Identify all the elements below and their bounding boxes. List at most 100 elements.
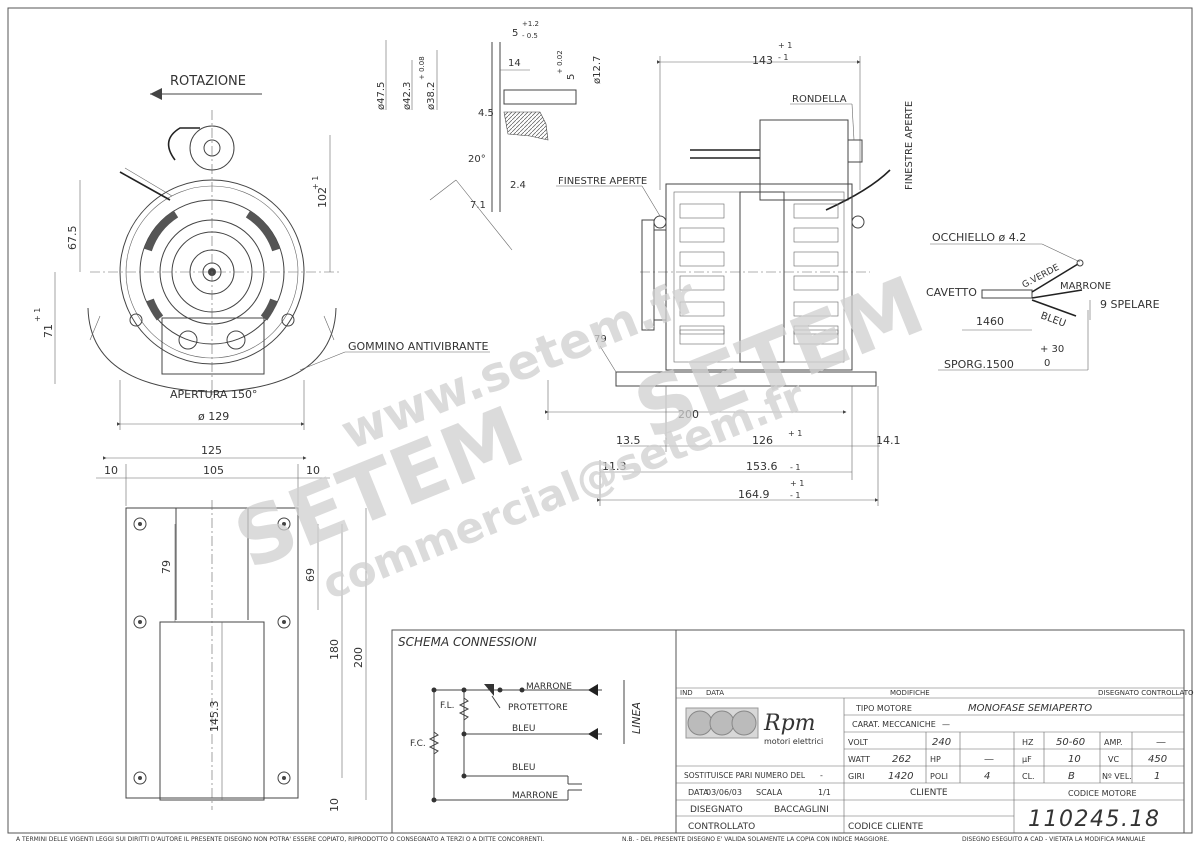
tb-carat-value: — xyxy=(942,720,950,729)
dim-105: 105 xyxy=(203,464,224,477)
svg-text:- 1: - 1 xyxy=(790,491,801,500)
line-terminal-1-icon xyxy=(588,684,598,696)
tb-disegnato-value: BACCAGLINI xyxy=(774,805,829,815)
svg-text:- 1: - 1 xyxy=(778,53,789,62)
tb-codice-cliente: CODICE CLIENTE xyxy=(848,822,924,832)
schema-fc: F.C. xyxy=(410,739,426,749)
rubber-label: GOMMINO ANTIVIBRANTE xyxy=(348,340,488,353)
dim-38-2: ø38.2 xyxy=(426,82,437,110)
dim-47-5: ø47.5 xyxy=(376,82,387,110)
tb-controllato: CONTROLLATO xyxy=(688,822,755,832)
svg-text:+ 30: + 30 xyxy=(1040,344,1064,355)
svg-text:0: 0 xyxy=(1044,358,1050,369)
dim-13-5: 13.5 xyxy=(616,434,641,447)
cable-length-label: 1460 xyxy=(976,315,1004,328)
svg-text:+ 0.02: + 0.02 xyxy=(556,50,564,74)
svg-text:+ 1: + 1 xyxy=(778,41,792,50)
brand-name: Rpm xyxy=(763,711,816,736)
tb-scala-label: SCALA xyxy=(756,788,783,797)
line-terminal-2-icon xyxy=(588,728,598,740)
svg-text:+ 1: + 1 xyxy=(788,429,802,438)
dim-4-5: 4.5 xyxy=(478,108,494,119)
dim-102: 102 xyxy=(316,187,329,208)
cable-label: CAVETTO xyxy=(926,286,977,299)
svg-text:+ 0.08: + 0.08 xyxy=(418,56,426,80)
tb-codice-motore-label: CODICE MOTORE xyxy=(1068,789,1137,798)
dim-2-4: 2.4 xyxy=(510,180,526,191)
tb-volt-label: VOLT xyxy=(848,738,868,747)
dim-5-top: 5 xyxy=(512,28,518,39)
tb-dis-contr: DISEGNATO CONTROLLATO xyxy=(1098,689,1194,697)
footer-cad: DISEGNO ESEGUITO A CAD - VIETATA LA MODI… xyxy=(962,836,1146,843)
dim-200-horizontal: 200 xyxy=(678,408,699,421)
strip-label: 9 SPELARE xyxy=(1100,298,1160,311)
washer-label: RONDELLA xyxy=(792,94,847,105)
tb-vc-label: VC xyxy=(1108,755,1119,764)
footer-copyright: A TERMINI DELLE VIGENTI LEGGI SUI DIRITT… xyxy=(16,836,544,843)
cable-detail: OCCHIELLO ø 4.2 CAVETTO G.VERDE MARRONE … xyxy=(926,231,1160,371)
tb-uf-label: µF xyxy=(1022,755,1032,764)
schema-fl: F.L. xyxy=(440,701,454,711)
svg-text:- 1: - 1 xyxy=(790,463,801,472)
tb-modifiche: MODIFICHE xyxy=(890,689,930,697)
base-plate-view: 125 105 10 10 79 69 180 200 145.3 10 xyxy=(96,444,367,812)
tb-hz-label: HZ xyxy=(1022,738,1034,747)
tb-sostituisce: SOSTITUISCE PARI NUMERO DEL xyxy=(684,771,806,780)
shaft-detail: ø47.5 ø42.3 ø38.2 + 0.08 5 +1.2 - 0.5 14… xyxy=(376,20,603,251)
protector-icon xyxy=(484,684,494,696)
dim-10-left: 10 xyxy=(104,464,118,477)
dim-145-3: 145.3 xyxy=(208,701,221,733)
front-view: ROTAZIONE APERTURA 150° xyxy=(33,74,490,430)
schema-title: SCHEMA CONNESSIONI xyxy=(398,635,537,649)
dim-180: 180 xyxy=(328,639,341,660)
dim-126: 126 xyxy=(752,434,773,447)
dim-diameter-129: ø 129 xyxy=(198,410,229,423)
tb-data-value: 03/06/03 xyxy=(706,788,742,797)
brand-subtitle: motori elettrici xyxy=(764,737,823,746)
tb-giri-label: GIRI xyxy=(848,772,864,781)
tb-uf-value: 10 xyxy=(1068,754,1081,765)
open-windows-right-label: FINESTRE APERTE xyxy=(904,101,915,190)
dim-5-vertical: 5 xyxy=(566,74,577,80)
schema-bleu-top: BLEU xyxy=(512,724,535,734)
eyelet-label: OCCHIELLO ø 4.2 xyxy=(932,231,1026,244)
tb-ind: IND xyxy=(680,689,693,697)
dim-79-side: 79 xyxy=(594,334,607,345)
dim-14-1: 14.1 xyxy=(876,434,901,447)
dim-79: 79 xyxy=(160,560,173,574)
tb-volt-value: 240 xyxy=(932,737,951,748)
schema-marrone-bottom: MARRONE xyxy=(512,791,558,801)
svg-text:+1.2: +1.2 xyxy=(522,20,539,28)
dim-11-3: 11.3 xyxy=(602,460,627,473)
dim-200-vertical: 200 xyxy=(352,647,365,668)
rotation-arrow-icon xyxy=(150,88,162,100)
tb-codice-motore: 110245.18 xyxy=(1028,807,1160,832)
tb-nvel-label: Nº VEL. xyxy=(1102,772,1132,781)
dim-143: 143 xyxy=(752,54,773,67)
dim-164-9: 164.9 xyxy=(738,488,770,501)
tb-disegnato: DISEGNATO xyxy=(690,805,743,815)
schema-bleu-bottom: BLEU xyxy=(512,763,535,773)
svg-text:+ 1: + 1 xyxy=(33,308,42,322)
dim-42-3: ø42.3 xyxy=(402,82,413,110)
tb-carat-label: CARAT. MECCANICHE xyxy=(852,720,936,729)
tb-data-header: DATA xyxy=(706,689,724,697)
tb-hp-value: — xyxy=(984,754,994,765)
tb-nvel-value: 1 xyxy=(1154,771,1160,782)
tb-amp-label: AMP. xyxy=(1104,738,1123,747)
footer: A TERMINI DELLE VIGENTI LEGGI SUI DIRITT… xyxy=(16,836,1146,843)
dim-7-1: 7.1 xyxy=(470,200,486,211)
tb-amp-value: — xyxy=(1156,737,1166,748)
dim-125: 125 xyxy=(201,444,222,457)
dim-14: 14 xyxy=(508,58,521,69)
tb-sostituisce-value: - xyxy=(820,771,823,780)
wiring-schema: SCHEMA CONNESSIONI MARRONE PROTETTORE BL… xyxy=(391,629,677,834)
brown-wire-label: MARRONE xyxy=(1060,281,1111,292)
rpm-logo: Rpm motori elettrici xyxy=(685,707,823,746)
dim-10-bottom: 10 xyxy=(328,798,341,812)
tb-giri-value: 1420 xyxy=(888,771,913,782)
open-windows-left-label: FINESTRE APERTE xyxy=(558,176,647,187)
dim-67-5: 67.5 xyxy=(66,226,79,251)
tb-hp-label: HP xyxy=(930,755,941,764)
